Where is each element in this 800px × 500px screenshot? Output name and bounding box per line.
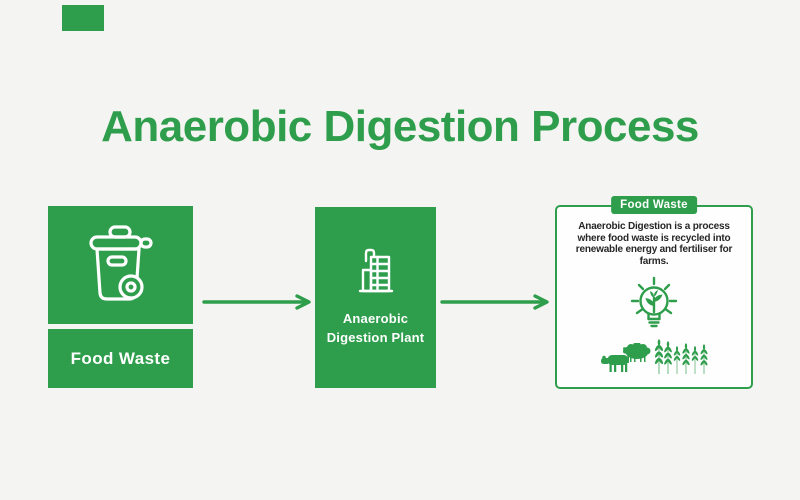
digester-plant-icon (358, 248, 393, 292)
lightbulb-wrap (625, 275, 683, 333)
lightbulb-sprout-icon (630, 276, 678, 328)
plant-label-line1: Anaerobic (342, 310, 409, 326)
wheat-icon (673, 346, 680, 374)
description-line-2: where food waste is recycled into (577, 232, 731, 244)
wheelie-bin-icon (88, 225, 153, 301)
page-title: Anaerobic Digestion Process (101, 102, 699, 151)
logo-mark (62, 5, 104, 31)
flow-arrow-2 (440, 294, 549, 310)
wheat-icon (663, 341, 672, 374)
plant-label-line2: Digestion Plant (326, 330, 425, 345)
digestion-plant-label: Anaerobic Digestion Plant (327, 309, 425, 348)
cow-icon (600, 355, 629, 372)
wheat-icon (654, 339, 663, 374)
result-card: Food Waste Anaerobic Digestion is a proc… (555, 196, 753, 389)
wheat-icon (700, 344, 707, 374)
result-description: Anaerobic Digestion is a process where f… (575, 221, 733, 267)
description-line-3: renewable energy and fertiliser for (575, 244, 733, 255)
flow-arrow-1 (202, 294, 311, 310)
digestion-plant-box: Anaerobic Digestion Plant (315, 207, 436, 388)
wheat-icon (681, 343, 690, 374)
wheat-icon (691, 346, 698, 374)
description-line-4: farms. (639, 255, 669, 267)
sheep-icon (622, 343, 650, 362)
food-waste-box: Food Waste (48, 206, 193, 388)
food-waste-icon-panel (48, 206, 193, 324)
description-line-1: Anaerobic Digestion is a process (578, 221, 730, 232)
result-card-tab: Food Waste (611, 196, 697, 214)
farm-icons-row (557, 339, 751, 374)
food-waste-label: Food Waste (48, 329, 193, 388)
